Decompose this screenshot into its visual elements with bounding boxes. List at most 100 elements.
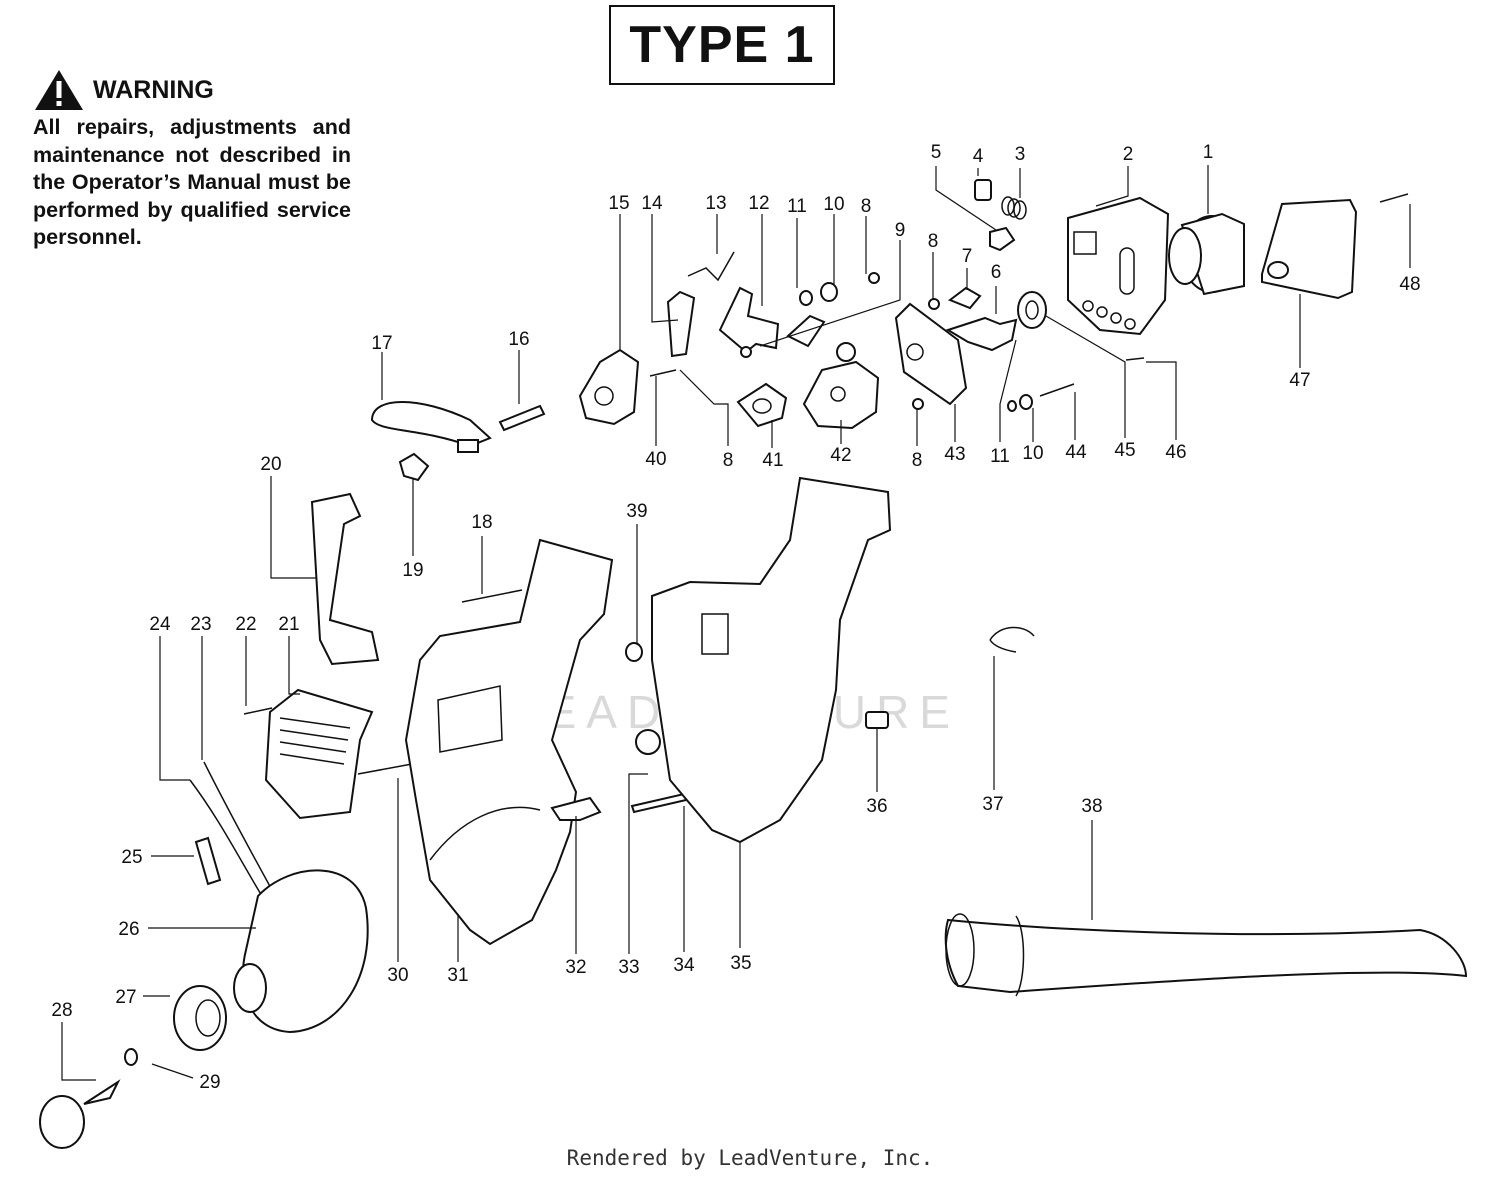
callout-8-lower-right: 8 xyxy=(912,450,923,471)
callout-27: 27 xyxy=(115,987,136,1008)
callout-33: 33 xyxy=(618,957,639,978)
callout-22: 22 xyxy=(235,614,256,635)
callout-9: 9 xyxy=(895,220,906,241)
warning-notice: WARNING All repairs, adjustments and mai… xyxy=(33,68,351,252)
callout-11-upper: 11 xyxy=(787,196,807,217)
callout-35: 35 xyxy=(730,953,751,974)
part-19-knob xyxy=(398,452,430,482)
callout-20: 20 xyxy=(260,454,281,475)
callout-13: 13 xyxy=(705,193,726,214)
callout-18: 18 xyxy=(471,512,492,533)
part-33-fan-nut xyxy=(635,729,661,755)
part-20-handle xyxy=(310,492,380,666)
callout-11-lower: 11 xyxy=(990,446,1010,467)
callout-16: 16 xyxy=(508,329,529,350)
callout-31: 31 xyxy=(447,965,468,986)
part-32-clip xyxy=(550,796,602,821)
part-26-fuel-tank xyxy=(233,869,369,1034)
part-43-carburetor-plate xyxy=(894,302,968,406)
part-16-bolt xyxy=(498,404,546,432)
callout-6: 6 xyxy=(991,262,1002,283)
part-48-screw xyxy=(1379,193,1409,203)
callout-2: 2 xyxy=(1123,144,1134,165)
warning-triangle-icon xyxy=(35,70,83,110)
callout-26: 26 xyxy=(118,919,139,940)
callout-48: 48 xyxy=(1399,274,1420,295)
part-36-nut xyxy=(865,711,889,729)
callout-41: 41 xyxy=(762,450,783,471)
part-21-exhaust-shield xyxy=(264,688,374,820)
callout-4: 4 xyxy=(973,146,984,167)
part-37-clamp xyxy=(989,626,1035,653)
part-5-switch xyxy=(989,226,1016,252)
part-45-grommet xyxy=(1017,291,1047,329)
callout-36: 36 xyxy=(866,796,887,817)
part-17-strap xyxy=(370,401,492,453)
callout-37: 37 xyxy=(982,794,1003,815)
callout-10-upper: 10 xyxy=(823,194,844,215)
part-30-screw xyxy=(357,763,413,775)
callout-10-lower: 10 xyxy=(1022,443,1043,464)
warning-label: WARNING xyxy=(93,75,214,104)
footer-credit: Rendered by LeadVenture, Inc. xyxy=(566,1146,934,1170)
callout-labels: 1 2 3 4 5 6 7 8 8 8 8 9 10 10 11 11 12 1… xyxy=(51,142,1420,1093)
part-18-screw xyxy=(461,589,523,603)
callout-8-lower-left: 8 xyxy=(723,450,734,471)
part-6-choke-lever xyxy=(945,316,1018,352)
part-1-air-filter xyxy=(1168,212,1245,296)
callout-45: 45 xyxy=(1114,440,1135,461)
diagram-title: TYPE 1 xyxy=(609,5,835,85)
part-13-throttle-link xyxy=(687,251,735,282)
leader-lines xyxy=(61,165,1411,1081)
callout-28: 28 xyxy=(51,1000,72,1021)
callout-47: 47 xyxy=(1289,370,1310,391)
part-7-choke-plate xyxy=(947,286,982,310)
callout-15: 15 xyxy=(608,193,629,214)
part-27-ring xyxy=(173,985,227,1051)
callout-19: 19 xyxy=(402,560,423,581)
callout-12: 12 xyxy=(748,193,769,214)
part-2-filter-base xyxy=(1067,196,1170,336)
part-34-pin xyxy=(630,792,688,814)
callout-25: 25 xyxy=(121,847,142,868)
warning-text: All repairs, adjustments and maintenance… xyxy=(33,115,351,249)
callout-21: 21 xyxy=(278,614,299,635)
callout-3: 3 xyxy=(1015,144,1026,165)
part-42-carburetor xyxy=(802,342,880,430)
callout-24: 24 xyxy=(149,614,171,635)
part-10-washer xyxy=(820,282,838,302)
part-41-gasket xyxy=(736,382,788,428)
part-11-washer xyxy=(799,290,813,306)
callout-8-upper: 8 xyxy=(861,196,872,217)
part-31-fan-housing xyxy=(404,538,614,946)
callout-8-right: 8 xyxy=(928,231,939,252)
callout-42: 42 xyxy=(830,445,851,466)
part-38-blower-tube xyxy=(944,913,1468,997)
callout-43: 43 xyxy=(944,444,965,465)
part-24-fuel-line xyxy=(189,779,263,897)
part-14-throttle-lever xyxy=(666,290,696,358)
callout-44: 44 xyxy=(1065,442,1087,463)
callout-30: 30 xyxy=(387,965,408,986)
callout-32: 32 xyxy=(565,957,586,978)
part-15-adapter xyxy=(578,348,640,426)
part-35-blower-housing xyxy=(651,476,892,844)
part-29-o-ring xyxy=(124,1048,138,1066)
part-47-filter-cover xyxy=(1261,198,1358,300)
part-3-spring xyxy=(1001,196,1027,220)
part-4-cap xyxy=(974,179,992,201)
callout-34: 34 xyxy=(673,955,695,976)
part-22-screw xyxy=(243,707,273,715)
part-23-fuel-line xyxy=(203,761,273,891)
part-drawings xyxy=(39,179,1468,1149)
callout-1: 1 xyxy=(1203,142,1214,163)
callout-17: 17 xyxy=(371,333,392,354)
callout-14: 14 xyxy=(641,193,663,214)
callout-39: 39 xyxy=(626,501,647,522)
callout-29: 29 xyxy=(199,1072,220,1093)
callout-40: 40 xyxy=(645,449,666,470)
part-44-screw xyxy=(1039,383,1075,397)
part-39-grommet xyxy=(625,642,643,662)
part-46-screw xyxy=(1125,357,1145,361)
